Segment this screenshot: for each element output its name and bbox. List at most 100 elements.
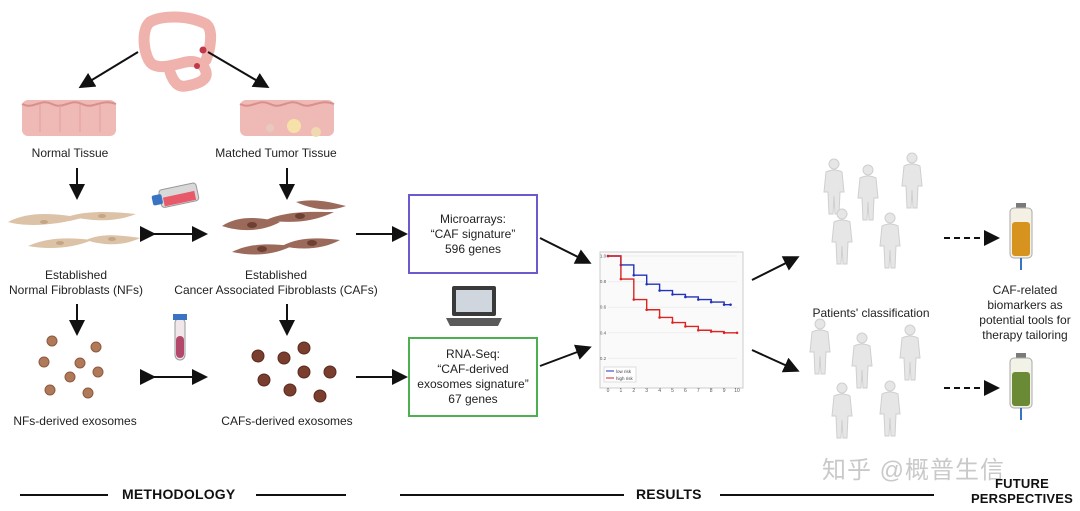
km-point — [606, 254, 610, 258]
iv-bag-orange-icon — [1009, 203, 1033, 270]
cafs-icon — [222, 200, 346, 255]
microarrays-line1: Microarrays: — [439, 211, 506, 226]
km-x-tick: 5 — [671, 388, 674, 394]
km-point — [722, 331, 726, 335]
km-x-tick: 1 — [620, 388, 623, 394]
methodology-rule-left — [20, 494, 108, 496]
nf-exosomes-icon — [38, 335, 104, 399]
km-x-tick: 8 — [710, 388, 713, 394]
colon-icon — [138, 11, 217, 92]
person-icon — [831, 382, 853, 439]
km-y-tick: 0.4 — [600, 330, 607, 335]
biomarkers-line3: potential tools for — [979, 313, 1071, 327]
km-legend: low risk high risk — [603, 366, 637, 383]
rnaseq-line1: RNA-Seq: — [445, 347, 501, 361]
biomarkers-label: CAF-related biomarkers as potential tool… — [970, 283, 1080, 343]
patients-icon — [809, 152, 923, 439]
arrow-plot-patients-bottom — [751, 349, 800, 373]
km-point — [697, 328, 700, 332]
km-x-tick: 3 — [645, 388, 648, 394]
watermark: 知乎 @概普生信 — [822, 457, 1006, 484]
cafs-label: Established Cancer Associated Fibroblast… — [164, 268, 388, 298]
person-icon — [857, 164, 879, 221]
future-line2: PERSPECTIVES — [970, 491, 1074, 506]
biomarkers-line4: therapy tailoring — [982, 328, 1068, 342]
rnaseq-box: RNA-Seq: “CAF-derived exosomes signature… — [408, 337, 538, 417]
normal-tissue-label: Normal Tissue — [31, 146, 109, 160]
rnaseq-line4: 67 genes — [448, 392, 498, 406]
biomarkers-line1: CAF-related — [992, 283, 1058, 297]
arrow-microarrays-plot — [539, 237, 592, 264]
culture-flask-icon — [151, 182, 200, 208]
microarrays-line3: 596 genes — [444, 241, 502, 256]
km-x-tick: 10 — [734, 388, 740, 394]
km-point — [709, 300, 713, 304]
nfs-exosomes-label: NFs-derived exosomes — [13, 414, 137, 428]
rnaseq-line2: “CAF-derived — [437, 362, 509, 376]
km-point — [722, 303, 726, 306]
arrow-colon-tumor — [207, 51, 270, 89]
future-line1: FUTURE — [995, 476, 1049, 491]
arrow-colon-normal — [78, 51, 139, 89]
km-point — [709, 330, 713, 333]
km-point — [684, 295, 687, 299]
km-point — [619, 277, 623, 281]
km-point — [645, 282, 648, 286]
cafs-label-line2: Cancer Associated Fibroblasts (CAFs) — [174, 283, 378, 297]
km-grid — [608, 255, 737, 359]
results-rule-left — [400, 494, 624, 496]
km-y-tick: 0.6 — [600, 305, 607, 310]
person-icon — [901, 152, 923, 209]
laptop-icon — [446, 286, 502, 326]
km-point — [729, 303, 732, 306]
microarrays-box: Microarrays: “CAF signature” 596 genes — [408, 194, 538, 274]
km-point — [671, 321, 674, 324]
km-point — [632, 298, 636, 301]
person-icon — [851, 332, 873, 389]
km-x-tick: 9 — [723, 388, 726, 394]
km-point — [735, 331, 739, 335]
km-point — [671, 293, 674, 296]
results-rule-right — [720, 494, 934, 496]
test-tube-icon — [173, 314, 187, 361]
km-x-tick: 0 — [607, 388, 610, 394]
microarrays-line2: “CAF signature” — [430, 226, 516, 241]
nfs-label: Established Normal Fibroblasts (NFs) — [0, 268, 152, 298]
legend-label-high: high risk — [616, 376, 634, 381]
km-x-tick: 2 — [632, 388, 635, 394]
nfs-label-line1: Established — [44, 268, 108, 282]
normal-tissue-icon — [21, 100, 117, 136]
legend-label-low: low risk — [616, 369, 632, 374]
patients-label: Patients' classification — [812, 306, 930, 320]
km-point — [645, 308, 648, 312]
iv-bag-green-icon — [1009, 353, 1033, 420]
rnaseq-line3: exosomes signature” — [417, 377, 529, 391]
person-icon — [809, 318, 831, 375]
caf-exosomes-icon — [251, 341, 337, 403]
future-heading: FUTURE PERSPECTIVES — [966, 476, 1078, 506]
nfs-label-line2: Normal Fibroblasts (NFs) — [8, 283, 143, 297]
km-point — [697, 298, 700, 301]
km-x-tick: 6 — [684, 388, 687, 394]
km-point — [658, 289, 661, 292]
normal-fibroblasts-icon — [8, 212, 140, 248]
km-series — [606, 254, 739, 335]
cafs-exosomes-label: CAFs-derived exosomes — [221, 414, 353, 428]
km-y-tick: 0.2 — [600, 356, 607, 361]
arrow-rnaseq-plot — [539, 344, 592, 367]
km-x-tick: 7 — [697, 388, 700, 394]
cafs-label-line1: Established — [244, 268, 308, 282]
results-heading: RESULTS — [636, 486, 702, 502]
methodology-heading: METHODOLOGY — [122, 486, 236, 502]
km-x-tick: 4 — [658, 388, 661, 394]
tumor-tissue-icon — [239, 100, 335, 137]
km-y-tick: 0.8 — [600, 279, 607, 284]
tumor-tissue-label: Matched Tumor Tissue — [215, 146, 337, 160]
methodology-rule-right — [256, 494, 346, 496]
km-point — [632, 273, 636, 277]
person-icon — [831, 208, 853, 265]
